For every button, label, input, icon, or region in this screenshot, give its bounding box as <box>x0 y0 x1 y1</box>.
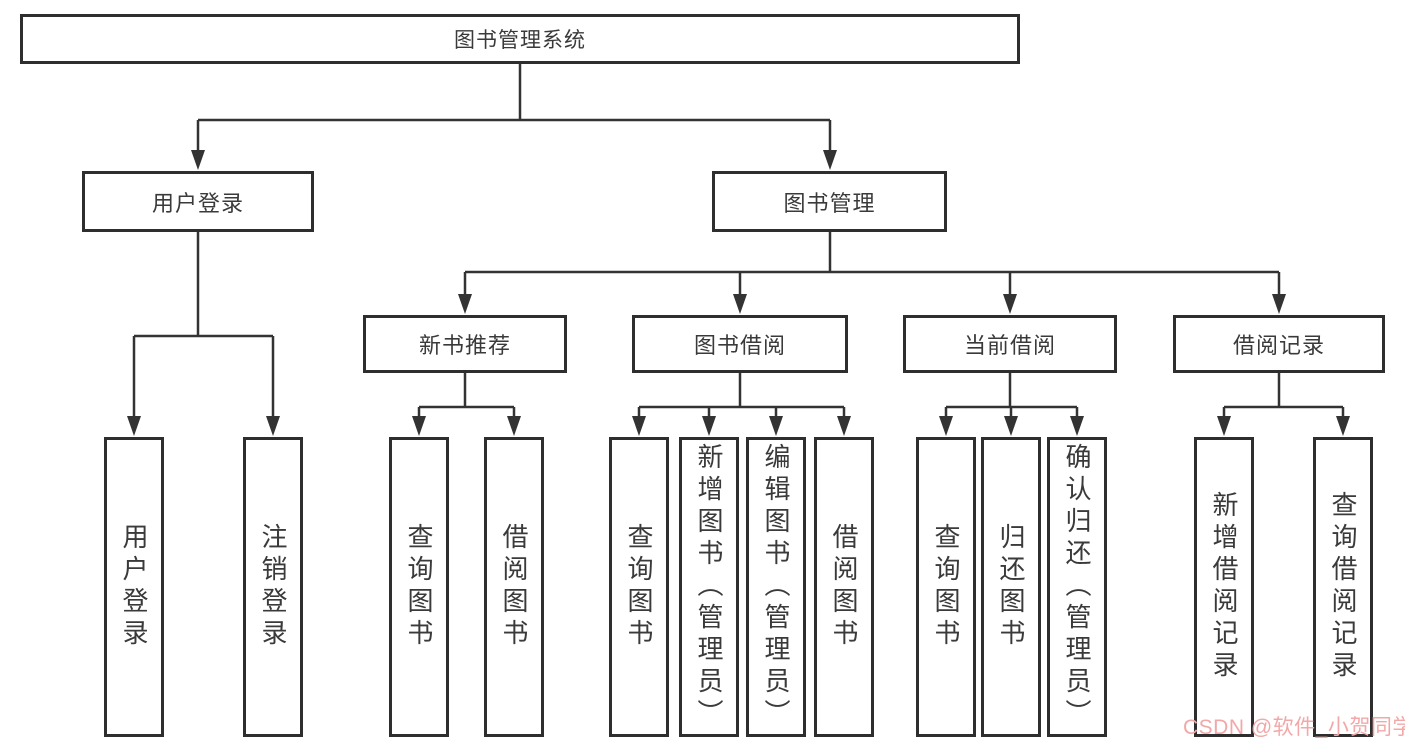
leaf-rec-query-record: 查询借阅记录 <box>1313 437 1373 737</box>
leaf-nb-borrow-books: 借阅图书 <box>484 437 544 737</box>
leaf-rec-add-record-label: 新增借阅记录 <box>1209 491 1239 683</box>
node-user-login: 用户登录 <box>82 171 314 232</box>
node-current-borrow: 当前借阅 <box>903 315 1117 373</box>
arrowheads <box>127 150 1350 436</box>
leaf-cb-query-books: 查询图书 <box>916 437 976 737</box>
leaf-cb-confirm-return-admin-label: 确认归还（管理员） <box>1062 443 1092 731</box>
node-user-login-label: 用户登录 <box>151 190 244 216</box>
leaf-bb-borrow-books-label: 借阅图书 <box>829 523 859 651</box>
watermark: CSDN @软件_小贺同学 <box>1183 716 1405 739</box>
leaf-bb-add-books-admin: 新增图书（管理员） <box>679 437 739 737</box>
leaf-nb-query-books-label: 查询图书 <box>404 523 434 651</box>
node-current-borrow-label: 当前借阅 <box>963 333 1056 358</box>
leaf-cb-query-books-label: 查询图书 <box>931 523 961 651</box>
leaf-user-login-label: 用户登录 <box>119 523 149 651</box>
node-book-borrow-label: 图书借阅 <box>693 333 786 358</box>
node-book-management: 图书管理 <box>712 171 947 232</box>
leaf-bb-edit-books-admin: 编辑图书（管理员） <box>746 437 806 737</box>
leaf-nb-query-books: 查询图书 <box>389 437 449 737</box>
leaf-logout: 注销登录 <box>243 437 303 737</box>
node-root-label: 图书管理系统 <box>454 29 586 52</box>
node-new-book-recommend-label: 新书推荐 <box>418 333 511 358</box>
leaf-bb-query-books: 查询图书 <box>609 437 669 737</box>
node-borrow-records-label: 借阅记录 <box>1232 333 1325 358</box>
leaf-cb-return-books: 归还图书 <box>981 437 1041 737</box>
node-new-book-recommend: 新书推荐 <box>363 315 567 373</box>
leaf-logout-label: 注销登录 <box>258 523 288 651</box>
leaf-user-login: 用户登录 <box>104 437 164 737</box>
leaf-nb-borrow-books-label: 借阅图书 <box>499 523 529 651</box>
leaf-cb-confirm-return-admin: 确认归还（管理员） <box>1047 437 1107 737</box>
leaf-rec-query-record-label: 查询借阅记录 <box>1328 491 1358 683</box>
leaf-bb-add-books-admin-label: 新增图书（管理员） <box>694 443 724 731</box>
node-book-management-label: 图书管理 <box>783 190 876 216</box>
leaf-rec-add-record: 新增借阅记录 <box>1194 437 1254 737</box>
leaf-bb-edit-books-admin-label: 编辑图书（管理员） <box>761 443 791 731</box>
node-book-borrow: 图书借阅 <box>632 315 848 373</box>
leaf-bb-borrow-books: 借阅图书 <box>814 437 874 737</box>
leaf-cb-return-books-label: 归还图书 <box>996 523 1026 651</box>
leaf-bb-query-books-label: 查询图书 <box>624 523 654 651</box>
node-root: 图书管理系统 <box>20 14 1020 64</box>
node-borrow-records: 借阅记录 <box>1173 315 1385 373</box>
